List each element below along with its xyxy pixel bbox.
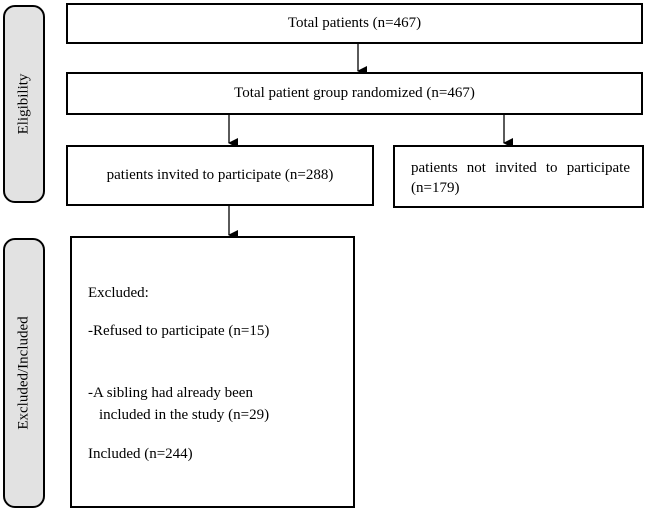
randomized-box: Total patient group randomized (n=467) [66,72,643,115]
invited-box: patients invited to participate (n=288) [66,145,374,206]
total-patients-box: Total patients (n=467) [66,3,643,44]
not-invited-text: patients not invited to participate (n=1… [411,160,630,196]
included-item: Included (n=244) [88,446,193,462]
sibling-item-line2: included in the study (n=29) [99,407,270,423]
excluded-included-band: Excluded/Included [3,238,45,508]
refused-item: -Refused to participate (n=15) [88,323,270,339]
eligibility-band: Eligibility [3,5,45,203]
excluded-heading: Excluded: [88,285,149,301]
outcome-box: Excluded: -Refused to participate (n=15)… [70,236,355,508]
sibling-item-line1: -A sibling had already been [88,385,253,401]
total-patients-text: Total patients (n=467) [287,15,422,31]
not-invited-box: patients not invited to participate (n=1… [393,145,644,208]
randomized-text: Total patient group randomized (n=467) [234,85,475,101]
invited-text: patients invited to participate (n=288) [106,167,334,183]
